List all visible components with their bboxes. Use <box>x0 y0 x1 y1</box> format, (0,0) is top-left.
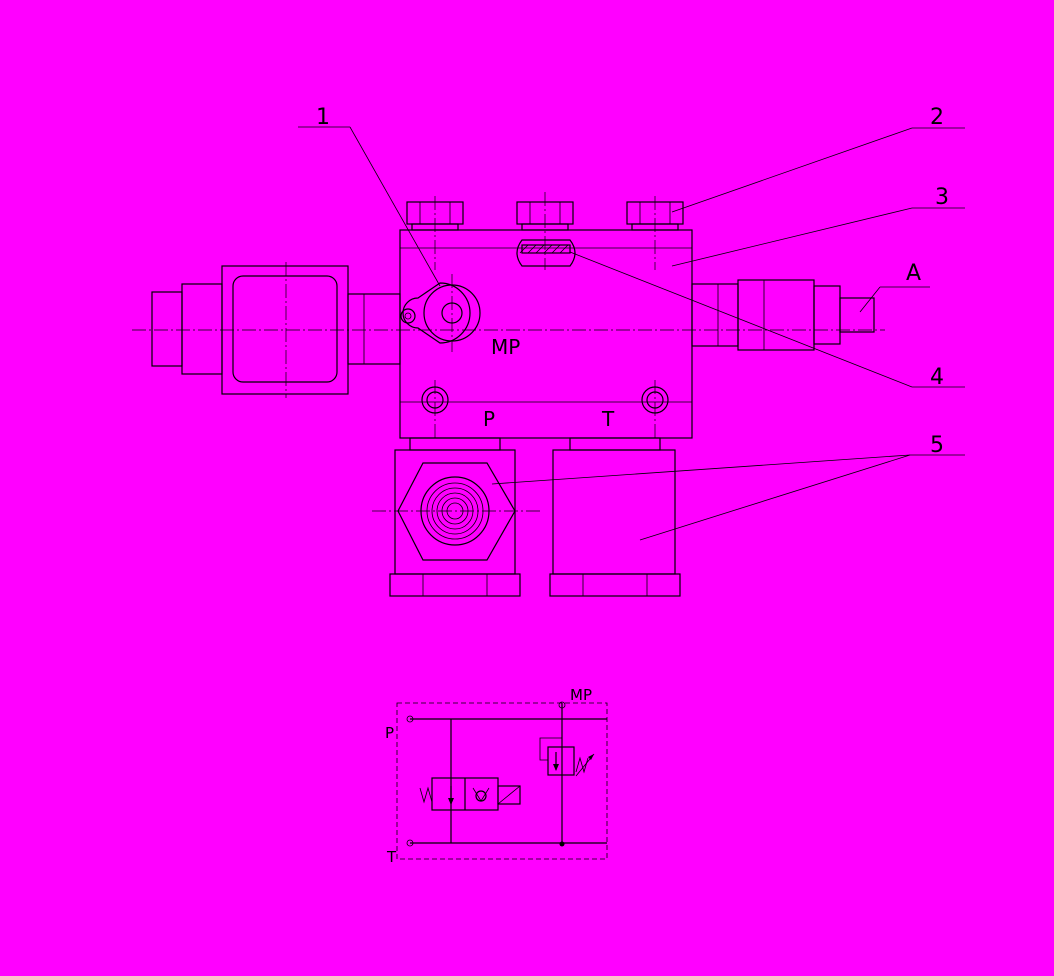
port-label-t: T <box>601 407 615 431</box>
schematic-label-t: T <box>386 848 397 866</box>
bottom-square-valve <box>549 449 681 597</box>
callout-4: 4 <box>930 365 944 390</box>
test-point-flange <box>400 274 481 352</box>
relief-valve-symbol <box>539 737 595 777</box>
port-label-p: P <box>483 407 495 431</box>
schematic-label-mp: MP <box>570 686 592 704</box>
callout-1: 1 <box>316 105 330 130</box>
mounting-holes <box>421 380 669 438</box>
solenoid-valve-symbol <box>419 777 521 811</box>
bottom-hex-valve <box>372 449 540 597</box>
leader-lines <box>298 126 965 541</box>
internal-plug <box>516 239 576 267</box>
callout-5: 5 <box>930 433 944 458</box>
right-cartridge <box>691 279 875 351</box>
top-plugs <box>406 192 684 270</box>
hydraulic-schematic: MP P T <box>385 686 608 866</box>
callout-3: 3 <box>935 185 949 210</box>
callout-2: 2 <box>930 105 944 130</box>
schematic-label-p: P <box>385 724 394 742</box>
port-label-mp: MP <box>491 335 520 359</box>
callout-a: A <box>906 261 921 286</box>
